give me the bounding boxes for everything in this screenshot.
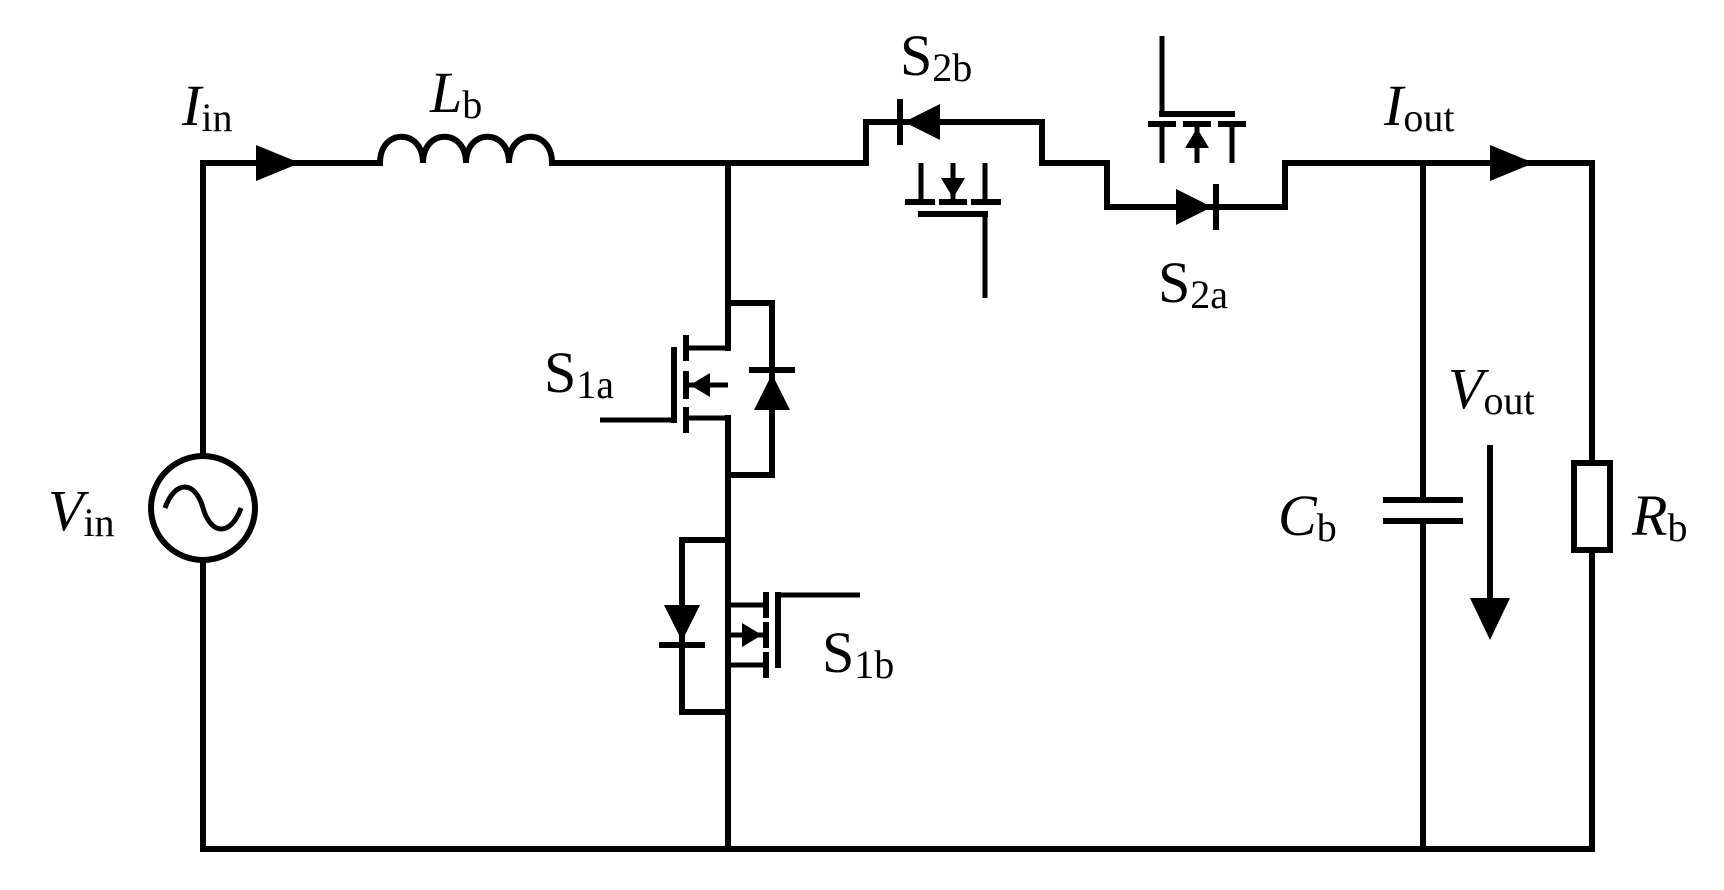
label-capacitor: Cb (1278, 483, 1337, 550)
switch-s2a-icon (1104, 36, 1288, 230)
label-output-voltage: Vout (1448, 356, 1535, 423)
label-switch-s1a: S1a (544, 340, 614, 407)
inductor-icon (376, 133, 556, 167)
main-wiring (200, 160, 1595, 852)
label-switch-s1b: S1b (822, 620, 894, 687)
label-source-voltage: Vin (48, 478, 115, 545)
output-voltage-arrow-icon (1470, 445, 1510, 640)
output-current-arrow-icon (1490, 145, 1534, 181)
capacitor-icon (1383, 497, 1463, 524)
switch-s2b-icon (863, 99, 1045, 298)
label-resistor: Rb (1631, 483, 1687, 550)
input-current-arrow-icon (256, 145, 300, 181)
ac-source-icon (148, 453, 258, 563)
label-switch-s2a: S2a (1158, 250, 1228, 317)
switch-s1a-icon (600, 300, 795, 478)
resistor-icon (1571, 460, 1613, 553)
label-input-current: Iin (181, 73, 232, 140)
switch-s1b-icon (659, 472, 860, 715)
label-inductor: Lb (429, 60, 482, 127)
label-switch-s2b: S2b (900, 23, 972, 90)
label-output-current: Iout (1383, 73, 1454, 140)
